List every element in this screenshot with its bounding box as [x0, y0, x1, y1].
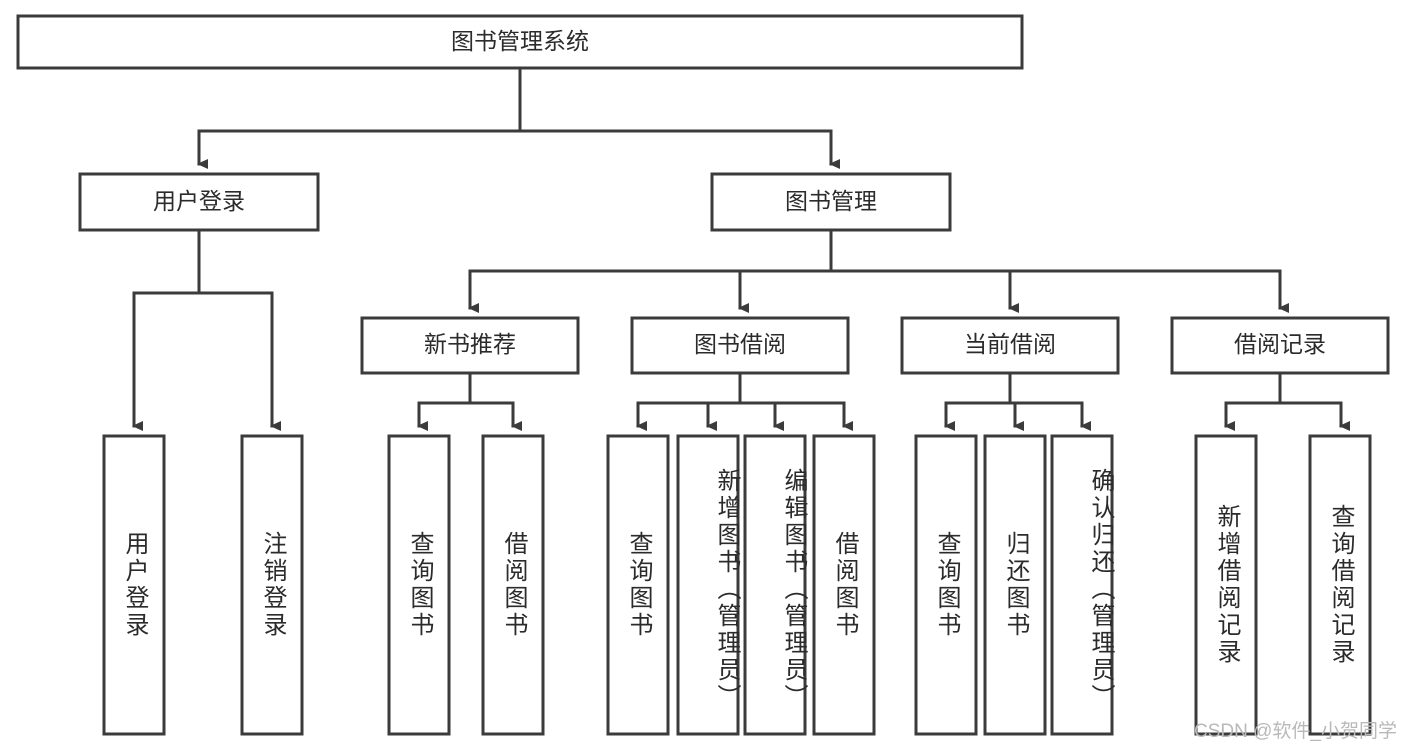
node-leaf-logout-box[interactable]	[240, 434, 304, 736]
node-leaf-return-book-box[interactable]	[983, 434, 1047, 736]
node-borrow-record-box[interactable]	[1170, 316, 1390, 375]
node-leaf-query-borrow-record-box[interactable]	[1308, 434, 1372, 736]
node-user-login-label: 用户登录	[153, 188, 245, 214]
node-new-book-recommend-box[interactable]	[360, 316, 580, 375]
node-borrow-record-label: 借阅记录	[1234, 331, 1326, 357]
node-book-manage[interactable]: 图书管理	[710, 172, 952, 232]
node-book-borrow-label: 图书借阅	[694, 331, 786, 357]
leaf-node-boxes	[102, 434, 1372, 736]
node-leaf-confirm-return-admin-box[interactable]	[1050, 434, 1114, 736]
node-book-borrow[interactable]: 图书借阅	[630, 316, 850, 375]
node-new-book-recommend-label: 新书推荐	[424, 331, 516, 357]
node-root[interactable]: 图书管理系统	[16, 14, 1024, 70]
node-borrow-record[interactable]: 借阅记录	[1170, 316, 1390, 375]
watermark-text: CSDN @软件_小贺同学	[1194, 721, 1397, 742]
node-book-manage-label: 图书管理	[785, 188, 877, 214]
node-current-borrow[interactable]: 当前借阅	[900, 316, 1120, 375]
connector-lines	[132, 66, 1350, 431]
node-current-borrow-label: 当前借阅	[964, 331, 1056, 357]
node-leaf-query-book-current-box[interactable]	[914, 434, 978, 736]
node-root-label: 图书管理系统	[451, 28, 589, 54]
node-leaf-add-borrow-record-box[interactable]	[1194, 434, 1258, 736]
node-leaf-query-book-borrow-box[interactable]	[606, 434, 670, 736]
node-new-book-recommend[interactable]: 新书推荐	[360, 316, 580, 375]
node-leaf-edit-book-admin-box[interactable]	[743, 434, 807, 736]
node-book-manage-box[interactable]	[710, 172, 952, 232]
node-leaf-query-book-rec-box[interactable]	[387, 434, 451, 736]
node-current-borrow-box[interactable]	[900, 316, 1120, 375]
node-leaf-borrow-book-box[interactable]	[812, 434, 876, 736]
node-user-login[interactable]: 用户登录	[78, 172, 320, 232]
node-book-borrow-box[interactable]	[630, 316, 850, 375]
node-leaf-user-login-box[interactable]	[102, 434, 166, 736]
node-leaf-add-book-admin-box[interactable]	[676, 434, 740, 736]
node-root-box[interactable]	[16, 14, 1024, 70]
node-leaf-borrow-book-rec-box[interactable]	[481, 434, 545, 736]
node-user-login-box[interactable]	[78, 172, 320, 232]
